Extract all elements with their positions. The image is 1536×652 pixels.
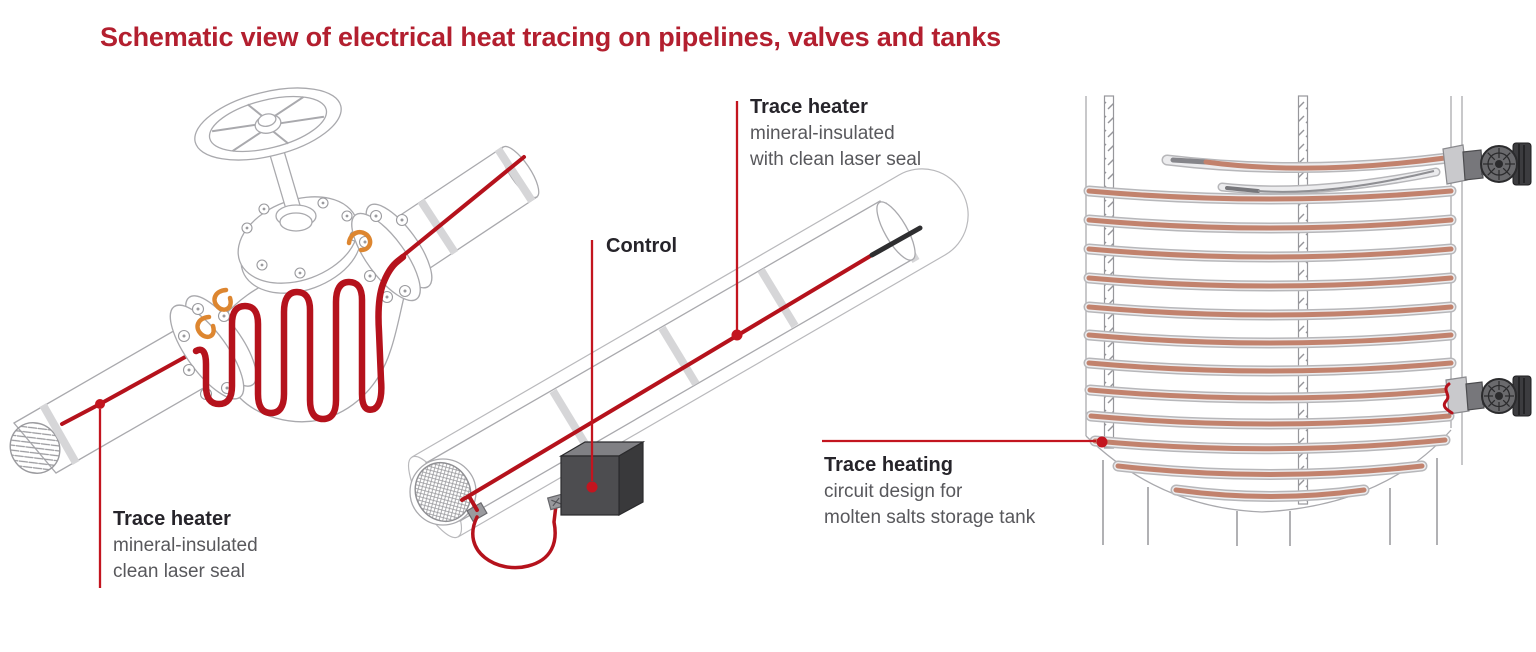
cold-end-lead [869,225,923,258]
heater-connection-squiggle [1442,382,1454,415]
leader-tank [822,436,1108,448]
label-control: Control [606,233,677,260]
label-line: mineral-insulated [750,123,895,144]
control-connection-dot [586,481,598,493]
label-heading: Trace heating [824,454,953,476]
valve-knob-icon [1481,375,1532,417]
leader-pipe-middle [731,101,743,341]
serpentine-trace-cable [192,253,407,423]
label-tank: Trace heating circuit design for molten … [824,452,1035,531]
cable-clip [195,314,216,339]
tank-legs [1102,458,1438,546]
label-heading: Trace heater [750,96,868,118]
inner-pipe [409,200,920,526]
cable-clip [346,230,373,253]
support-rod [1297,95,1309,505]
valve-handwheel-icon [194,87,342,161]
tank-sensor-tube [1222,171,1436,192]
leader-pipe-left [95,399,105,588]
label-line: clean laser seal [113,561,246,582]
label-line: molten salts storage tank [824,507,1036,528]
label-pipe-left: Trace heater mineral-insulated clean las… [113,506,258,585]
label-heading: Trace heater [113,508,231,530]
insulated-pipe-illustration [407,101,969,570]
diagram-title: Schematic view of electrical heat tracin… [100,22,1001,52]
tank-valve-bottom [1442,375,1532,417]
label-pipe-middle: Trace heater mineral-insulated with clea… [750,94,921,173]
support-rod [1103,95,1115,449]
control-box [558,440,646,517]
label-line: mineral-insulated [113,535,258,556]
cable-clip [212,287,233,312]
storage-tank-illustration [822,95,1532,546]
label-line: circuit design for [824,481,963,502]
pipe-end-mesh-face [414,462,472,522]
label-heading: Control [606,235,678,257]
valve-bonnet [237,194,362,294]
valve-knob-icon [1480,142,1532,186]
label-line: with clean laser seal [750,149,922,170]
pipe-end-insulation-face [9,422,61,474]
tank-top-heater-tube [1167,158,1448,168]
control-cable [471,503,558,570]
trace-line-right-pipe [397,155,526,261]
tank-valve-top [1442,142,1532,186]
tank-coils [1089,158,1451,497]
trace-line-middle-pipe [460,253,874,502]
valve-pipeline-illustration [9,87,540,588]
